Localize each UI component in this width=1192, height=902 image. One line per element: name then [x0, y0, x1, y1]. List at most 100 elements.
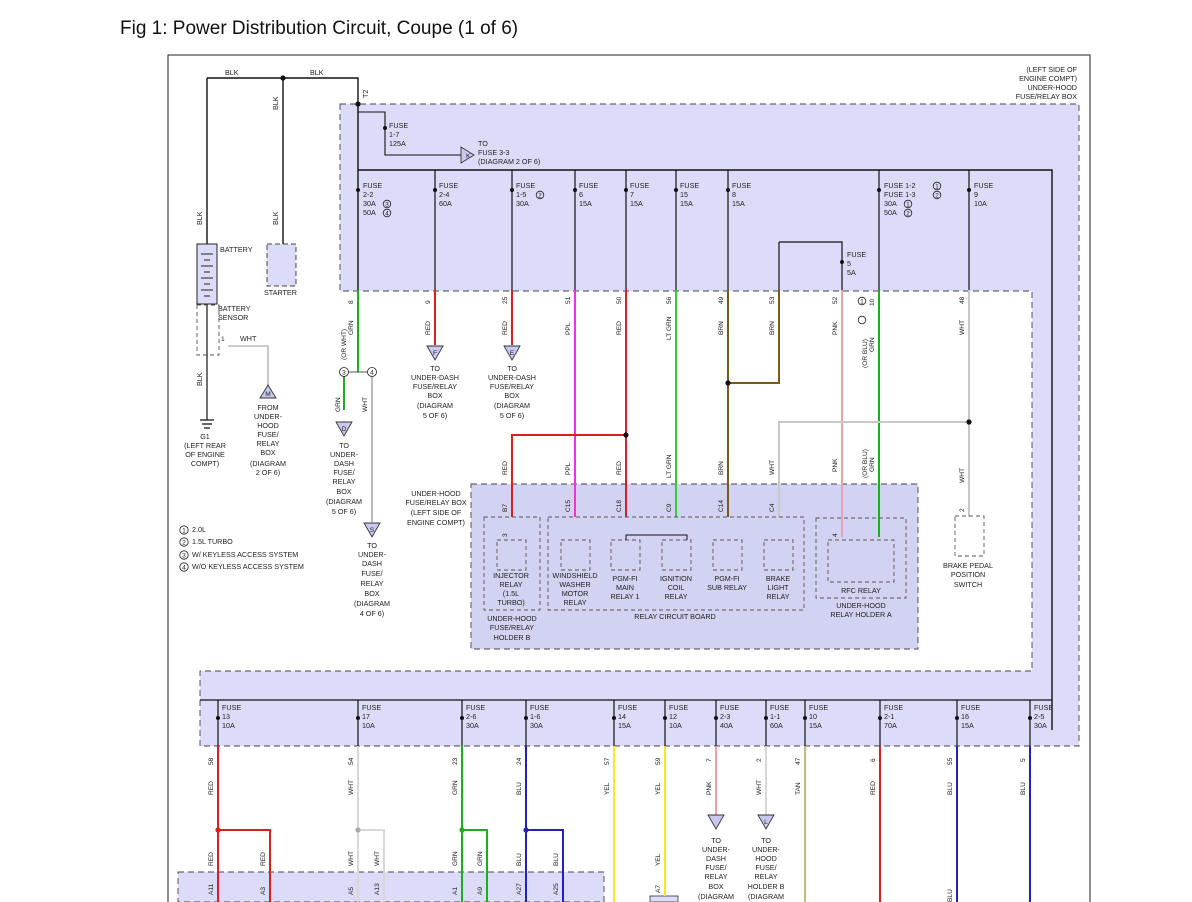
diagram-label: BOX — [504, 391, 519, 400]
diagram-label: LT GRN — [666, 316, 673, 340]
diagram-label: FUSE/ — [361, 569, 382, 578]
diagram-label: TURBO) — [497, 598, 525, 607]
starter-label: STARTER — [264, 288, 297, 297]
diagram-label: PPL — [565, 322, 572, 335]
diagram-shape — [878, 716, 882, 720]
page-title: Fig 1: Power Distribution Circuit, Coupe… — [120, 18, 519, 39]
from-m-3: HOOD — [257, 421, 279, 430]
diagram-label: 8 — [732, 190, 736, 199]
diagram-shape — [573, 188, 577, 192]
diagram-label: 24 — [516, 757, 523, 765]
diagram-label: 30A — [516, 199, 529, 208]
diagram-shape — [207, 77, 359, 104]
ground-desc-3: COMPT) — [191, 459, 219, 468]
diagram-label: YEL — [655, 782, 662, 795]
diagram-shape — [511, 434, 626, 517]
diagram-label: UNDER-DASH — [488, 373, 536, 382]
diagram-label: DASH — [362, 559, 382, 568]
diagram-label: FUSE/RELAY — [490, 623, 534, 632]
diagram-label: 3 — [502, 533, 509, 537]
diagram-label: BLU — [947, 889, 954, 902]
terminal-t2: T2 — [361, 90, 370, 98]
diagram-label: BOX — [427, 391, 442, 400]
diagram-label: 23 — [452, 757, 459, 765]
diagram-label: 50A — [363, 208, 376, 217]
diagram-label: BRN — [718, 321, 725, 335]
lower-pin-labels: 58 54 23 24 57 59 7 2 47 6 55 5 — [208, 757, 1027, 765]
diagram-shape — [967, 188, 971, 192]
diagram-label: FUSE 1-2 — [884, 181, 916, 190]
diagram-label: BLU — [516, 782, 523, 795]
diagram-label: FUSE — [579, 181, 598, 190]
diagram-label: WHT — [959, 468, 966, 483]
diagram-label: FUSE — [363, 181, 382, 190]
diagram-label: (OR BLU) — [862, 449, 869, 478]
injector-relay — [496, 539, 527, 571]
diagram-label: WHT — [374, 851, 381, 866]
diagram-label: D — [342, 426, 347, 433]
diagram-label: GRN — [348, 320, 355, 335]
diagram-label: FUSE/ — [333, 468, 354, 477]
diagram-label: RELAY 1 — [611, 592, 640, 601]
sensor-wire — [228, 345, 269, 385]
to-s-labels: S TO UNDER- DASH FUSE/ RELAY BOX (DIAGRA… — [354, 527, 390, 618]
fuse17-3: 125A — [389, 139, 406, 148]
bottom-connector — [177, 871, 605, 902]
lower-fuse-labels: FUSE 13 10A FUSE 17 10A FUSE 2-6 30A FUS… — [222, 703, 1053, 730]
diagram-label: 2.0L — [192, 525, 206, 534]
diagram-label: C4 — [769, 503, 776, 512]
diagram-label: BLU — [553, 853, 560, 866]
diagram-label: 6 — [579, 190, 583, 199]
diagram-shape — [857, 315, 867, 325]
holder-a-box — [815, 517, 907, 599]
diagram-label: FUSE — [720, 703, 739, 712]
diagram-label: A9 — [477, 887, 484, 895]
mid-wire-labels: RED PPL RED LT GRN BRN WHT PNK GRN (OR B… — [502, 449, 966, 483]
diagram-label: 55 — [947, 757, 954, 765]
diagram-shape — [215, 827, 221, 833]
diagram-label: YEL — [655, 853, 662, 866]
diagram-label: 54 — [348, 757, 355, 765]
ground-desc-1: (LEFT REAR — [184, 441, 226, 450]
diagram-label: 1 — [935, 184, 939, 191]
relays — [483, 515, 985, 611]
diagram-shape — [339, 367, 349, 377]
diagram-shape — [840, 260, 844, 264]
diagram-label: RELAY HOLDER A — [830, 610, 891, 619]
diagram-label: FUSE/RELAY — [490, 382, 534, 391]
from-m-1: FROM — [257, 403, 278, 412]
ground-desc-2: OF ENGINE — [185, 450, 225, 459]
diagram-label: A11 — [208, 883, 215, 895]
diagram-label: FUSE/RELAY — [413, 382, 457, 391]
sensor-label-1: BATTERY — [218, 304, 251, 313]
diagram-label: (OR BLU) — [862, 339, 869, 368]
to-k-2: FUSE 3-3 — [478, 148, 510, 157]
diagram-label: UNDER-HOOD — [411, 489, 461, 498]
diagram-label: FUSE — [362, 703, 381, 712]
brake-light-relay — [763, 539, 794, 571]
diagram-frame — [167, 54, 1091, 902]
diagram-label: 14 — [618, 712, 626, 721]
diagram-label: 15A — [630, 199, 643, 208]
diagram-label: 9 — [425, 300, 432, 304]
diagram-label: FUSE — [1034, 703, 1053, 712]
diagram-label: GRN — [335, 397, 342, 412]
diagram-shape — [857, 296, 867, 306]
diagram-label: RED — [425, 321, 432, 335]
connector-e — [503, 345, 521, 361]
diagram-label: L — [764, 819, 768, 826]
diagram-label: 5 OF 6) — [423, 411, 447, 420]
diagram-label: BOX — [336, 487, 351, 496]
diagram-label: ENGINE COMPT) — [407, 518, 465, 527]
diagram-label: 2 — [959, 508, 966, 512]
diagram-label: A13 — [374, 883, 381, 895]
brake-switch-box — [954, 515, 985, 557]
diagram-label: 2 — [935, 193, 939, 200]
diagram-label: WINDSHIELD — [552, 571, 597, 580]
diagram-label: GRN — [869, 457, 876, 472]
diagram-shape — [714, 716, 718, 720]
diagram-label: UNDER- — [702, 845, 731, 854]
diagram-label: 25 — [502, 296, 509, 304]
diagram-label: 47 — [795, 757, 802, 765]
holder-b-box — [483, 516, 541, 611]
